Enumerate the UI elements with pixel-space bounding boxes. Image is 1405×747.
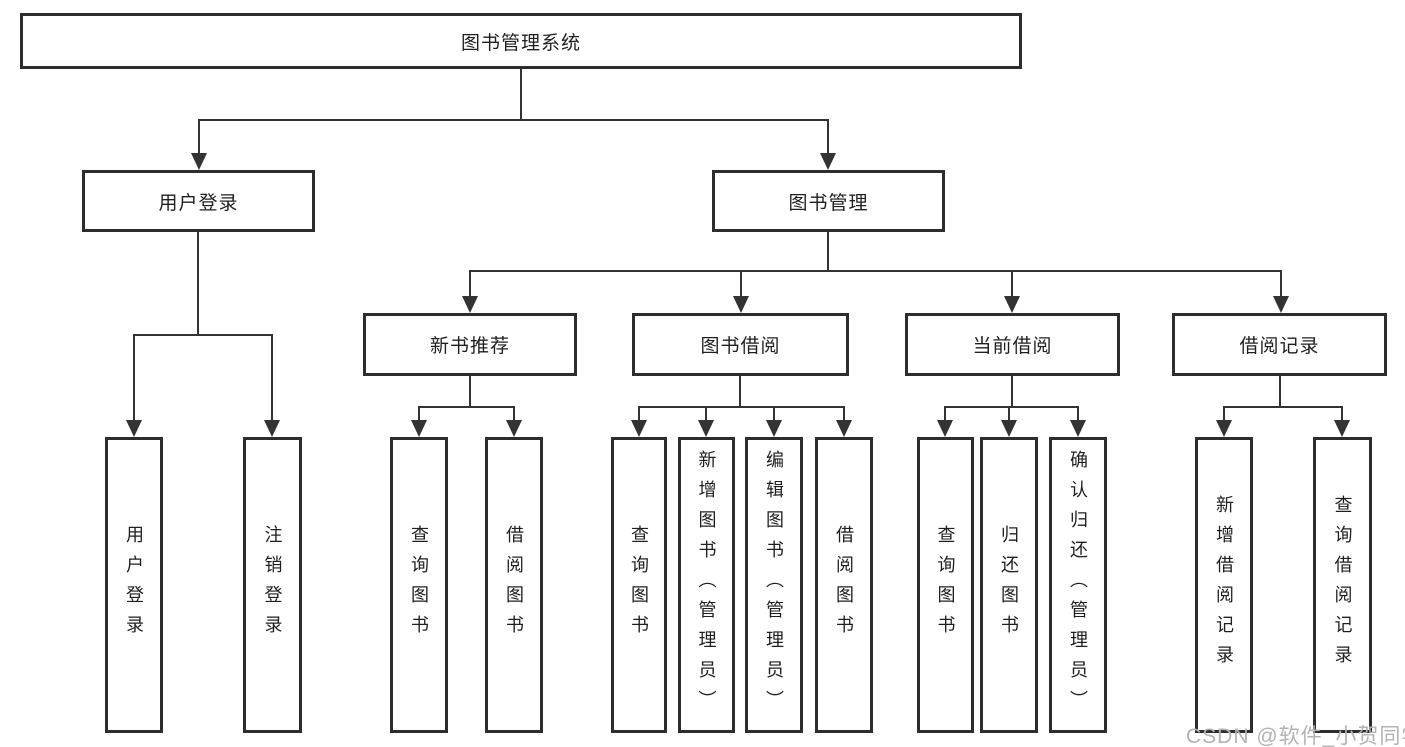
connector-line [1223, 406, 1225, 420]
connector-line [133, 334, 273, 336]
leaf-borrowing-query-books: 查询图书 [611, 437, 667, 733]
node-label: 注销登录 [262, 525, 283, 645]
connector-line [198, 119, 200, 153]
arrow-down-icon [1070, 420, 1086, 437]
arrow-down-icon [937, 420, 953, 437]
arrow-down-icon [1001, 420, 1017, 437]
connector-line [1011, 270, 1013, 296]
arrow-down-icon [264, 420, 280, 437]
leaf-add-borrow-record: 新增借阅记录 [1195, 437, 1253, 733]
arrow-down-icon [1216, 420, 1232, 437]
connector-line [827, 119, 829, 153]
connector-line [469, 270, 471, 296]
connector-line [739, 376, 741, 408]
connector-line [1077, 406, 1079, 420]
connector-line [271, 334, 273, 420]
node-label: 查询图书 [629, 525, 649, 645]
connector-line [513, 406, 515, 420]
connector-line [638, 406, 640, 420]
arrow-down-icon [820, 153, 836, 170]
node-label: 查询借阅记录 [1332, 495, 1353, 675]
arrow-down-icon [191, 153, 207, 170]
connector-line [520, 69, 522, 119]
node-label: 新增图书（管理员） [696, 450, 717, 720]
node-label: 图书管理 [788, 192, 869, 214]
node-label: 查询图书 [935, 525, 956, 645]
node-new-book-recommend: 新书推荐 [363, 313, 577, 376]
arrow-down-icon [506, 420, 522, 437]
connector-line [469, 376, 471, 408]
arrow-down-icon [462, 296, 478, 313]
node-label: 新书推荐 [429, 336, 510, 357]
node-label: 确认归还（管理员） [1068, 450, 1088, 720]
leaf-borrow-books: 借阅图书 [815, 437, 873, 733]
leaf-user-login: 用户登录 [105, 437, 163, 733]
connector-line [198, 119, 829, 121]
node-user-login: 用户登录 [82, 170, 315, 232]
arrow-down-icon [836, 420, 852, 437]
arrow-down-icon [1334, 420, 1350, 437]
leaf-edit-books-admin: 编辑图书（管理员） [745, 437, 803, 733]
arrow-down-icon [411, 420, 427, 437]
arrow-down-icon [698, 420, 714, 437]
arrow-down-icon [733, 296, 749, 313]
leaf-confirm-return-admin: 确认归还（管理员） [1049, 437, 1107, 733]
connector-line [1223, 406, 1342, 408]
connector-line [469, 270, 1282, 272]
connector-line [1011, 376, 1013, 408]
arrow-down-icon [126, 420, 142, 437]
node-label: 新增借阅记录 [1214, 495, 1234, 675]
leaf-recommend-query-books: 查询图书 [390, 437, 448, 733]
node-book-borrowing: 图书借阅 [632, 313, 849, 376]
connector-line [1008, 406, 1010, 420]
arrow-down-icon [1004, 296, 1020, 313]
connector-line [827, 232, 829, 272]
leaf-current-query-books: 查询图书 [917, 437, 974, 733]
connector-line [773, 406, 775, 420]
connector-line [705, 406, 707, 420]
connector-line [1279, 376, 1281, 408]
node-label: 借阅图书 [834, 525, 854, 645]
node-label: 借阅图书 [504, 525, 524, 645]
csdn-watermark: CSDN @软件_小贺同学 [1186, 725, 1405, 747]
connector-line [1341, 406, 1343, 420]
node-borrowing-records: 借阅记录 [1172, 313, 1387, 376]
node-label: 查询图书 [409, 525, 429, 645]
node-label: 图书管理系统 [460, 32, 581, 54]
connector-line [197, 232, 199, 336]
leaf-query-borrow-record: 查询借阅记录 [1313, 437, 1372, 733]
leaf-recommend-borrow-books: 借阅图书 [485, 437, 543, 733]
node-label: 借阅记录 [1239, 336, 1320, 357]
connector-line [418, 406, 515, 408]
node-root-library-system: 图书管理系统 [20, 13, 1022, 69]
connector-line [944, 406, 1078, 408]
connector-line [843, 406, 845, 420]
connector-line [944, 406, 946, 420]
leaf-return-books: 归还图书 [980, 437, 1038, 733]
arrow-down-icon [631, 420, 647, 437]
node-label: 图书借阅 [700, 336, 781, 357]
node-label: 用户登录 [158, 192, 239, 214]
node-label: 用户登录 [124, 525, 144, 645]
leaf-add-books-admin: 新增图书（管理员） [678, 437, 735, 733]
connector-line [638, 406, 844, 408]
arrow-down-icon [766, 420, 782, 437]
connector-line [133, 334, 135, 420]
node-label: 编辑图书（管理员） [764, 450, 784, 720]
node-book-management: 图书管理 [712, 170, 945, 232]
connector-line [740, 270, 742, 296]
connector-line [418, 406, 420, 420]
connector-line [1280, 270, 1282, 296]
node-label: 归还图书 [999, 525, 1019, 645]
arrow-down-icon [1273, 296, 1289, 313]
node-current-borrowing: 当前借阅 [905, 313, 1120, 376]
node-label: 当前借阅 [972, 336, 1053, 357]
leaf-logout: 注销登录 [243, 437, 302, 733]
